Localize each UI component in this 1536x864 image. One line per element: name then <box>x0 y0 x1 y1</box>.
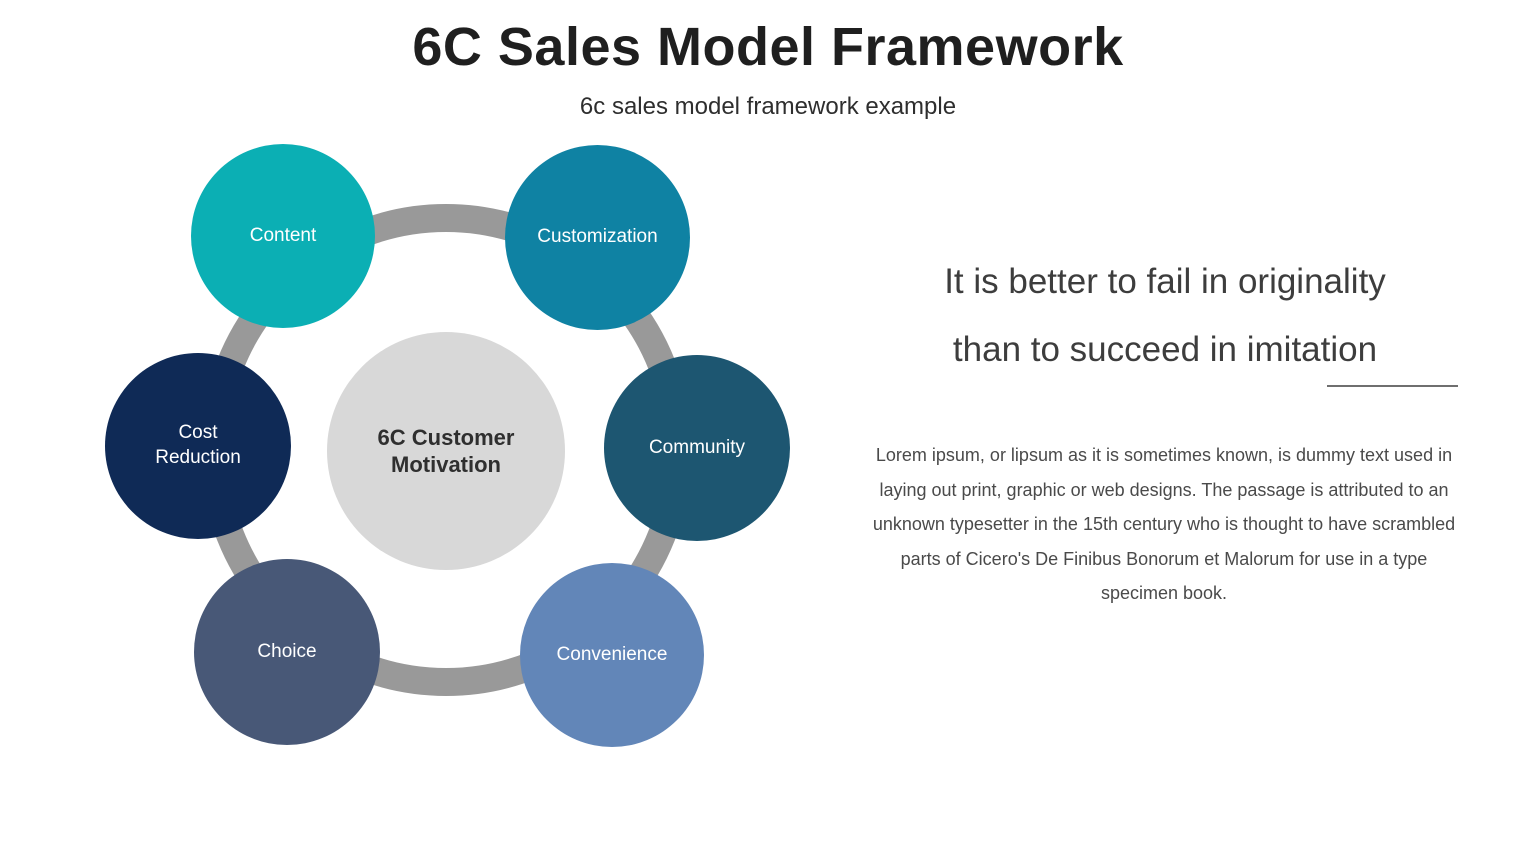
node-choice: Choice <box>194 559 380 745</box>
page-subtitle: 6c sales model framework example <box>579 93 957 120</box>
page-title: 6C Sales Model Framework <box>412 17 1124 77</box>
node-cost-reduction: Cost Reduction <box>105 353 291 539</box>
node-content: Content <box>191 144 375 328</box>
node-convenience: Convenience <box>520 563 704 747</box>
node-community: Community <box>604 355 790 541</box>
quote-line-1: It is better to fail in originality <box>944 262 1386 301</box>
quote-line-2: than to succeed in imitation <box>952 330 1378 369</box>
node-choice-label: Choice <box>257 640 317 662</box>
center-hub: 6C Customer Motivation <box>327 332 565 570</box>
body-paragraph: Lorem ipsum, or lipsum as it is sometime… <box>872 445 1456 603</box>
quote-block: It is better to fail in originality than… <box>870 248 1460 384</box>
node-content-label: Content <box>249 224 317 246</box>
center-hub-label: 6C Customer Motivation <box>377 424 515 478</box>
quote-underline <box>1327 385 1458 387</box>
node-customization-label: Customization <box>537 226 658 248</box>
node-customization: Customization <box>505 145 690 330</box>
node-community-label: Community <box>648 436 746 458</box>
node-cost-reduction-label: Cost Reduction <box>155 422 241 468</box>
node-convenience-label: Convenience <box>556 643 668 665</box>
